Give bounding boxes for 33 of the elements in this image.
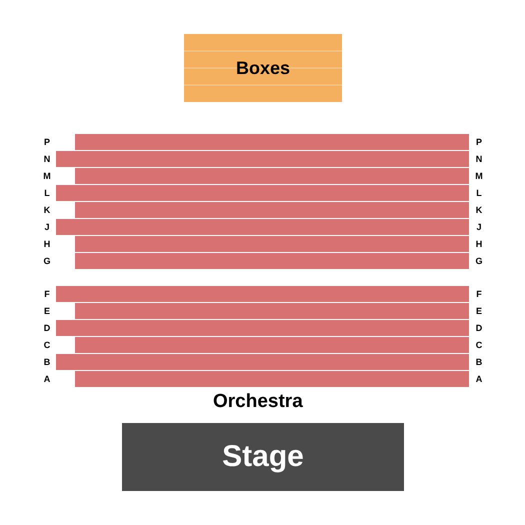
row-label: E [42, 306, 51, 316]
section-label: Boxes [236, 58, 290, 78]
row-label: L [475, 188, 483, 198]
row-label: H [474, 239, 484, 249]
stage-area [122, 423, 404, 491]
row-label: K [42, 205, 52, 215]
row-label: M [474, 171, 484, 181]
row-label: G [474, 256, 484, 266]
row-label: F [475, 289, 483, 299]
row-label: D [474, 323, 484, 333]
row-label: P [474, 137, 483, 147]
row-label: A [474, 374, 484, 384]
row-label: A [42, 374, 52, 384]
row-label: B [474, 357, 484, 367]
row-label: M [42, 171, 52, 181]
row-label: B [42, 357, 52, 367]
section-label: Orchestra [213, 391, 303, 413]
section-label: Stage [222, 440, 304, 474]
row-label: G [42, 256, 52, 266]
row-label: C [474, 340, 484, 350]
row-label: J [475, 222, 482, 232]
row-label: N [474, 154, 484, 164]
row-label: L [43, 188, 51, 198]
row-label: P [42, 137, 51, 147]
row-label: F [43, 289, 51, 299]
row-label: J [43, 222, 50, 232]
row-label: E [474, 306, 483, 316]
boxes-section [184, 34, 342, 102]
row-label: N [42, 154, 52, 164]
row-label: K [474, 205, 484, 215]
row-label: C [42, 340, 52, 350]
row-label: H [42, 239, 52, 249]
row-label: D [42, 323, 52, 333]
